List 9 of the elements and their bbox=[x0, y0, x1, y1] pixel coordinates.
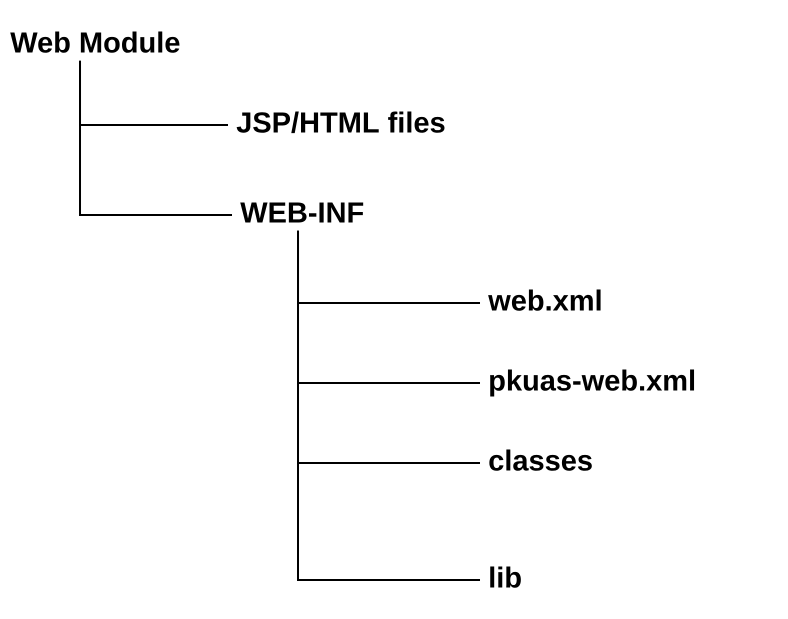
tree-label: JSP/HTML files bbox=[236, 111, 444, 134]
tree-label: WEB-INF bbox=[240, 202, 364, 222]
tree-label: pkuas-web.xml bbox=[490, 369, 694, 396]
tree-label: classes bbox=[489, 449, 592, 471]
tree-label: Web Module bbox=[10, 31, 180, 53]
tree-label: lib bbox=[490, 566, 521, 588]
tree-label: web.xml bbox=[488, 289, 601, 311]
tree-connector bbox=[297, 230, 480, 581]
tree-connector bbox=[79, 60, 232, 216]
